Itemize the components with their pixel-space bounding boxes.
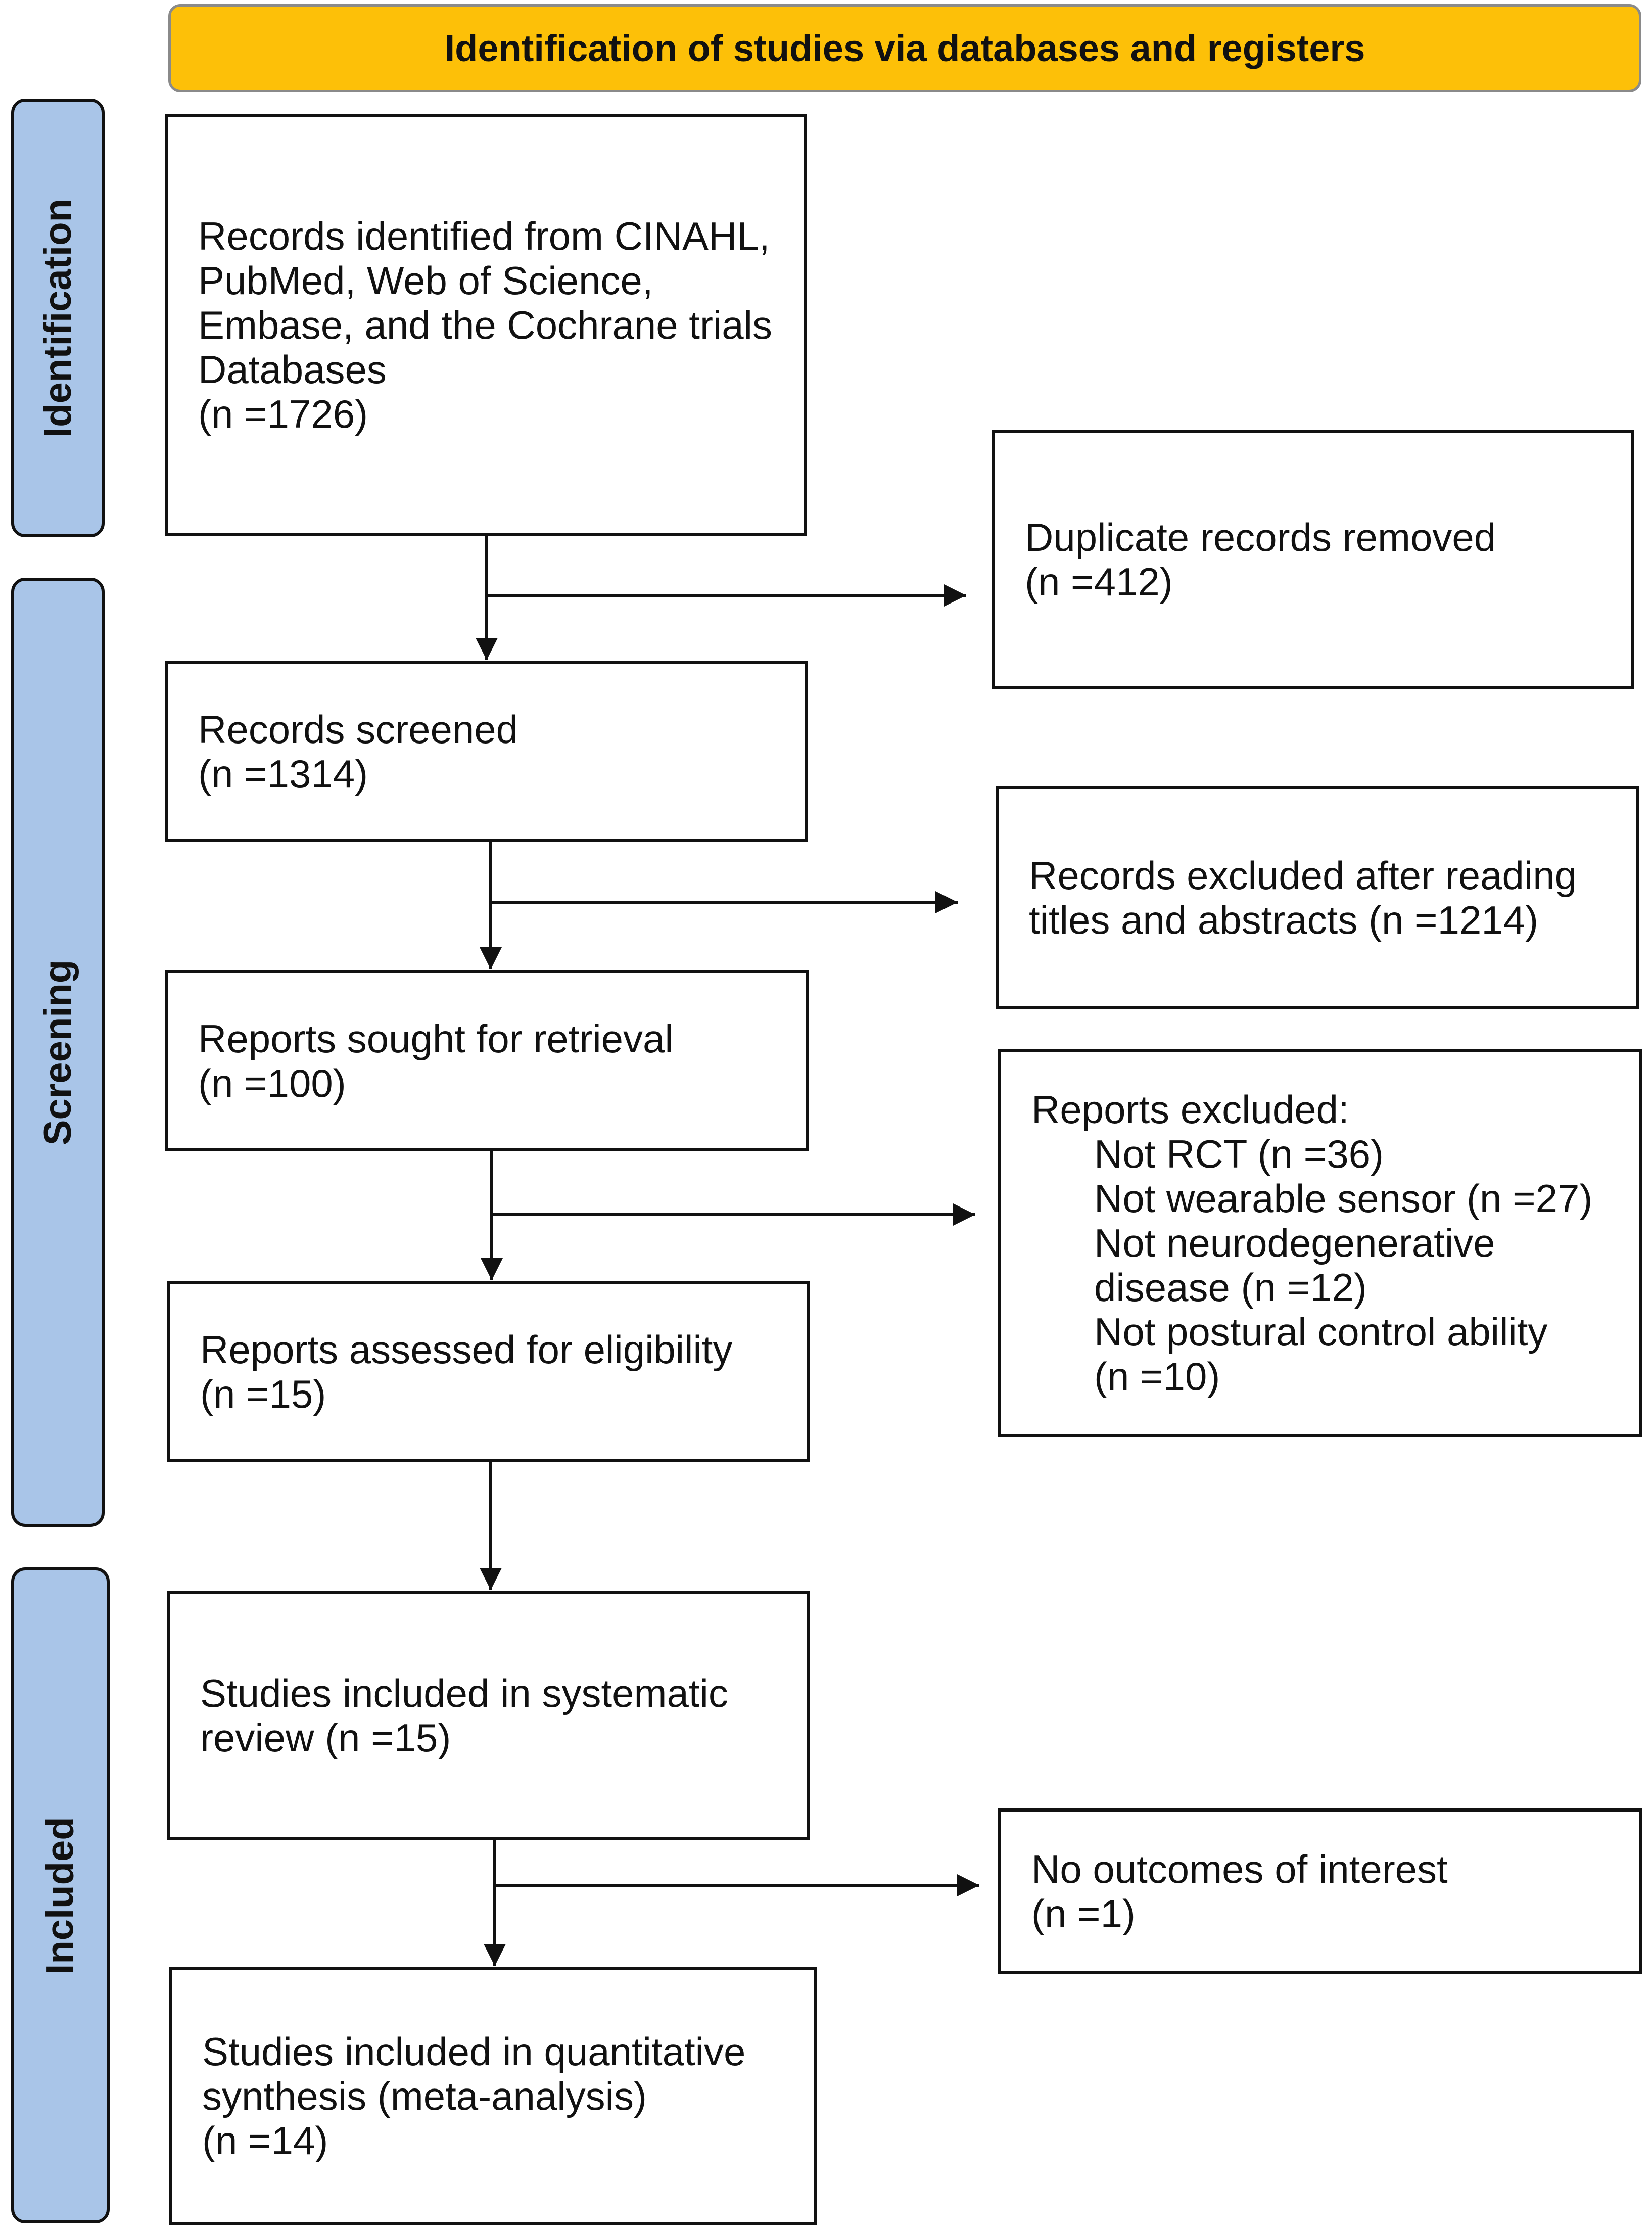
- no-outcomes-box: No outcomes of interest (n =1): [998, 1808, 1642, 1974]
- box-line: Records excluded after reading: [1029, 853, 1577, 898]
- box-line: No outcomes of interest: [1031, 1847, 1448, 1891]
- duplicates-removed-box: Duplicate records removed (n =412): [992, 430, 1634, 689]
- header-banner: Identification of studies via databases …: [168, 4, 1641, 92]
- phase-included: Included: [11, 1567, 110, 2223]
- box-line: (n =15): [200, 1372, 326, 1416]
- box-line: PubMed, Web of Science,: [198, 258, 653, 303]
- box-line: Not RCT (n =36): [1094, 1132, 1384, 1176]
- phase-identification: Identification: [11, 99, 105, 537]
- reports-assessed-box: Reports assessed for eligibility (n =15): [167, 1281, 810, 1462]
- box-line: Studies included in systematic: [200, 1671, 728, 1715]
- header-title: Identification of studies via databases …: [444, 27, 1365, 69]
- box-line: (n =1314): [198, 752, 368, 796]
- box-line: (n =1): [1031, 1891, 1136, 1936]
- box-line: (n =100): [198, 1060, 346, 1105]
- box-line: titles and abstracts (n =1214): [1029, 898, 1539, 942]
- box-line: Not neurodegenerative: [1094, 1221, 1495, 1265]
- box-line: (n =1726): [198, 391, 368, 436]
- box-line: Studies included in quantitative: [202, 2029, 746, 2074]
- phase-screening: Screening: [11, 578, 105, 1527]
- reports-sought-box: Reports sought for retrieval (n =100): [165, 970, 809, 1151]
- box-line: Embase, and the Cochrane trials: [198, 302, 772, 347]
- box-line: (n =10): [1094, 1354, 1220, 1399]
- studies-systematic-box: Studies included in systematic review (n…: [167, 1591, 810, 1840]
- box-line: Duplicate records removed: [1025, 515, 1496, 560]
- reports-excluded-box: Reports excluded: Not RCT (n =36) Not we…: [998, 1049, 1642, 1437]
- records-identified-box: Records identified from CINAHL, PubMed, …: [165, 114, 807, 536]
- box-line: disease (n =12): [1094, 1265, 1367, 1310]
- box-line: (n =412): [1025, 559, 1173, 604]
- box-line: Reports assessed for eligibility: [200, 1327, 733, 1372]
- box-heading: Reports excluded:: [1031, 1087, 1349, 1132]
- box-line: Records screened: [198, 707, 518, 752]
- box-line: Not postural control ability: [1094, 1310, 1548, 1354]
- records-screened-box: Records screened (n =1314): [165, 661, 808, 842]
- box-line: Reports sought for retrieval: [198, 1016, 674, 1061]
- box-line: review (n =15): [200, 1715, 451, 1760]
- box-line: Records identified from CINAHL,: [198, 213, 770, 258]
- box-line: synthesis (meta-analysis): [202, 2074, 647, 2118]
- box-line: (n =14): [202, 2118, 328, 2163]
- box-line: Databases: [198, 347, 387, 392]
- box-line: Not wearable sensor (n =27): [1094, 1176, 1593, 1221]
- studies-quantitative-box: Studies included in quantitative synthes…: [169, 1967, 817, 2225]
- records-excluded-box: Records excluded after reading titles an…: [996, 786, 1639, 1009]
